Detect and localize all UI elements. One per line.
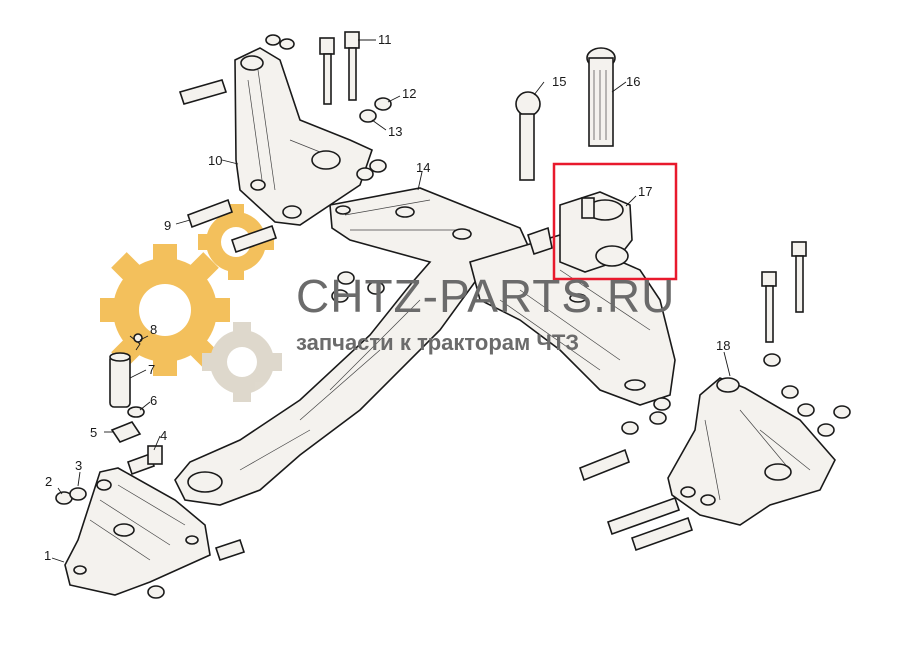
stud-part-9 [186, 198, 278, 254]
plate-part-5 [110, 421, 142, 443]
stud-upper-left [178, 79, 228, 105]
nuts-left [55, 271, 385, 599]
bracket-part-1 [64, 467, 211, 596]
studs-bottom [579, 448, 694, 552]
leader-lines [51, 39, 731, 563]
callout-17: 17 [638, 184, 652, 199]
callout-7: 7 [148, 362, 155, 377]
callout-14: 14 [416, 160, 430, 175]
callout-1: 1 [44, 548, 51, 563]
callout-18: 18 [716, 338, 730, 353]
watermark-title: CHTZ-PARTS.RU [296, 270, 675, 322]
callout-labels: 1 2 3 4 5 6 7 8 9 10 11 12 13 14 15 16 1… [44, 32, 730, 563]
nuts-right [621, 353, 851, 437]
watermark-subtitle: запчасти к тракторам ЧТЗ [296, 330, 579, 355]
bolts-right [761, 241, 807, 343]
pin-part-7 [109, 352, 131, 408]
callout-10: 10 [208, 153, 222, 168]
callout-11: 11 [378, 32, 392, 47]
bolt-part-4 [126, 445, 246, 562]
pin-part-16 [586, 47, 616, 147]
fasteners [55, 31, 851, 599]
callout-8: 8 [150, 322, 157, 337]
pin-part-15 [515, 91, 541, 181]
bolt-part-11 [319, 31, 360, 105]
callout-9: 9 [164, 218, 171, 233]
callout-3: 3 [75, 458, 82, 473]
gear-small-bottom-icon [202, 322, 282, 402]
callout-12: 12 [402, 86, 416, 101]
callout-15: 15 [552, 74, 566, 89]
callout-4: 4 [160, 428, 167, 443]
callout-2: 2 [45, 474, 52, 489]
callout-5: 5 [90, 425, 97, 440]
callout-6: 6 [150, 393, 157, 408]
callout-13: 13 [388, 124, 402, 139]
highlight-box [552, 162, 678, 281]
bracket-part-18 [667, 377, 836, 526]
washer-part-12 [265, 34, 392, 181]
callout-16: 16 [626, 74, 640, 89]
pivot-block-part-17 [527, 191, 633, 273]
